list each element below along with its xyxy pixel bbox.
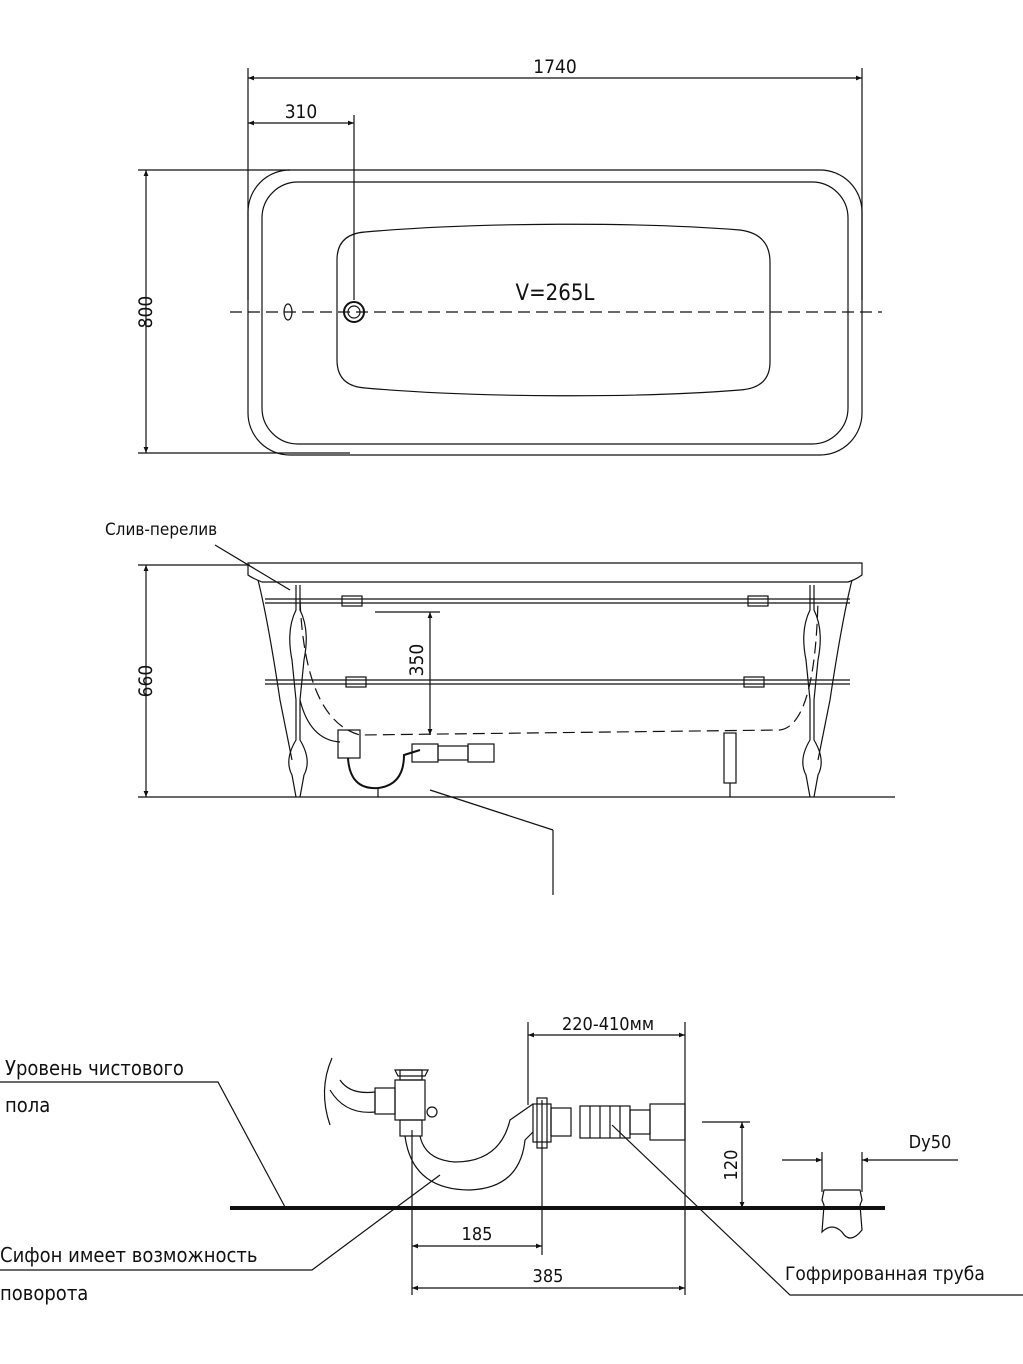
dim-185-label: 185 — [462, 1224, 493, 1245]
height-label: 660 — [135, 665, 157, 698]
drain-icon — [343, 301, 365, 323]
basin-outline — [336, 223, 771, 397]
overflow-icon — [283, 303, 293, 321]
overflow-label: Слив-перелив — [105, 520, 217, 540]
pipe-diameter-label: Dy50 — [909, 1132, 952, 1153]
length-label: 1740 — [533, 56, 577, 78]
siphon-label-line1: Сифон имеет возможность — [0, 1243, 257, 1267]
siphon-small — [299, 699, 495, 797]
leg-right — [802, 585, 822, 798]
top-view: 1740 310 800 V=265L — [135, 56, 882, 456]
width-label: 800 — [135, 296, 157, 329]
side-view: Слив-перелив 660 350 — [105, 520, 895, 895]
siphon-label-line2: поворота — [0, 1281, 88, 1305]
floor-label-line1: Уровень чистового — [5, 1056, 184, 1080]
drain-offset-label: 310 — [285, 101, 318, 123]
outlet-height-label: 120 — [721, 1150, 742, 1181]
corrugated-pipe — [579, 1105, 631, 1139]
dim-385-label: 385 — [533, 1266, 564, 1287]
drain-pipe-dy50 — [821, 1189, 863, 1239]
siphon-detail: 220-410мм Уровень чистового пола 120 185… — [0, 1014, 1023, 1305]
leg-left — [288, 585, 308, 798]
range-label: 220-410мм — [562, 1014, 654, 1035]
corrugated-label: Гофрированная труба — [785, 1263, 985, 1285]
depth-label: 350 — [406, 644, 428, 677]
floor-label-line2: пола — [5, 1093, 50, 1117]
volume-label: V=265L — [516, 281, 595, 306]
